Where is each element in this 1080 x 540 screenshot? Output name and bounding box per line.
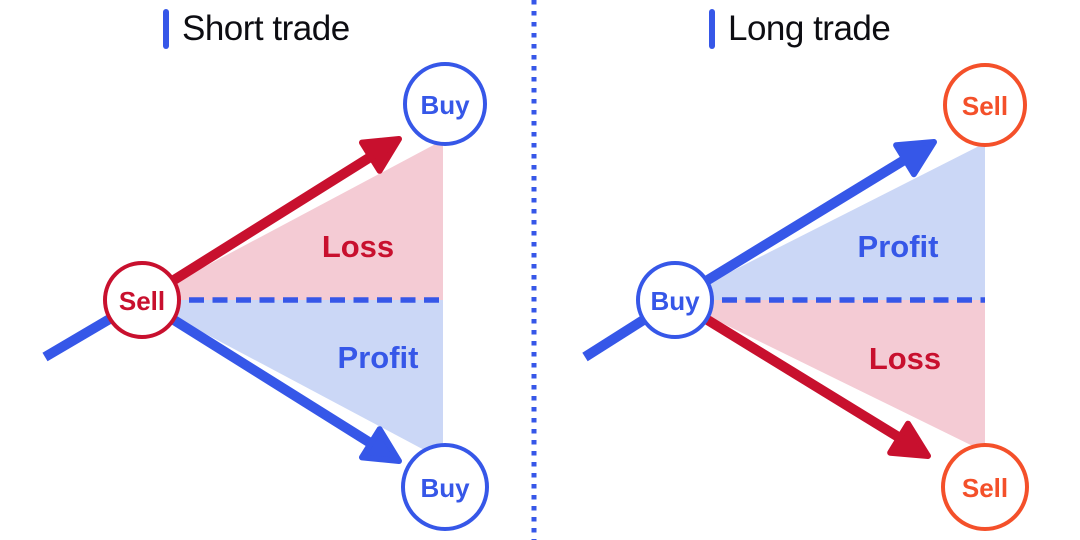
short-exit-bottom-circle bbox=[401, 443, 489, 531]
short-trade-title-text: Short trade bbox=[182, 9, 350, 48]
long-profit-label: Profit bbox=[858, 229, 939, 264]
long-trade-title-text: Long trade bbox=[728, 9, 891, 48]
long-up-arrowhead bbox=[893, 139, 937, 178]
short-trade-diagram: Sell Buy Buy Loss Profit bbox=[42, 62, 489, 531]
short-exit-top-circle-label: Buy bbox=[420, 90, 470, 120]
long-trade-title: Long trade bbox=[709, 9, 891, 49]
short-entry-circle bbox=[103, 261, 181, 339]
long-down-arrowhead bbox=[887, 420, 931, 459]
title-accent-bar bbox=[709, 9, 715, 49]
short-exit-bottom-circle-label: Buy bbox=[420, 473, 470, 503]
long-exit-top-circle bbox=[943, 63, 1027, 147]
long-entry-circle bbox=[636, 261, 714, 339]
long-exit-top-circle-label: Sell bbox=[962, 91, 1008, 121]
short-loss-region bbox=[142, 140, 443, 300]
long-down-arrow-shaft bbox=[672, 295, 903, 443]
long-profit-region bbox=[675, 143, 985, 300]
short-entry-circle-label: Sell bbox=[119, 286, 165, 316]
long-exit-bottom-circle bbox=[941, 443, 1029, 531]
title-accent-bar bbox=[163, 9, 169, 49]
short-profit-region bbox=[142, 300, 443, 460]
long-loss-label: Loss bbox=[869, 341, 941, 376]
short-down-arrow-shaft bbox=[139, 295, 375, 449]
short-up-arrowhead bbox=[359, 136, 402, 174]
short-profit-label: Profit bbox=[338, 340, 419, 375]
long-up-arrow-shaft bbox=[672, 154, 909, 305]
short-exit-top-circle bbox=[403, 62, 487, 146]
long-trade-diagram: Buy Sell Sell Profit Loss bbox=[582, 63, 1029, 531]
short-up-arrow-shaft bbox=[139, 151, 375, 305]
long-entry-circle-label: Buy bbox=[650, 286, 700, 316]
long-exit-bottom-circle-label: Sell bbox=[962, 473, 1008, 503]
short-trade-title: Short trade bbox=[163, 9, 350, 49]
short-down-arrowhead bbox=[359, 426, 402, 464]
short-loss-label: Loss bbox=[322, 229, 394, 264]
long-loss-region bbox=[675, 300, 985, 452]
